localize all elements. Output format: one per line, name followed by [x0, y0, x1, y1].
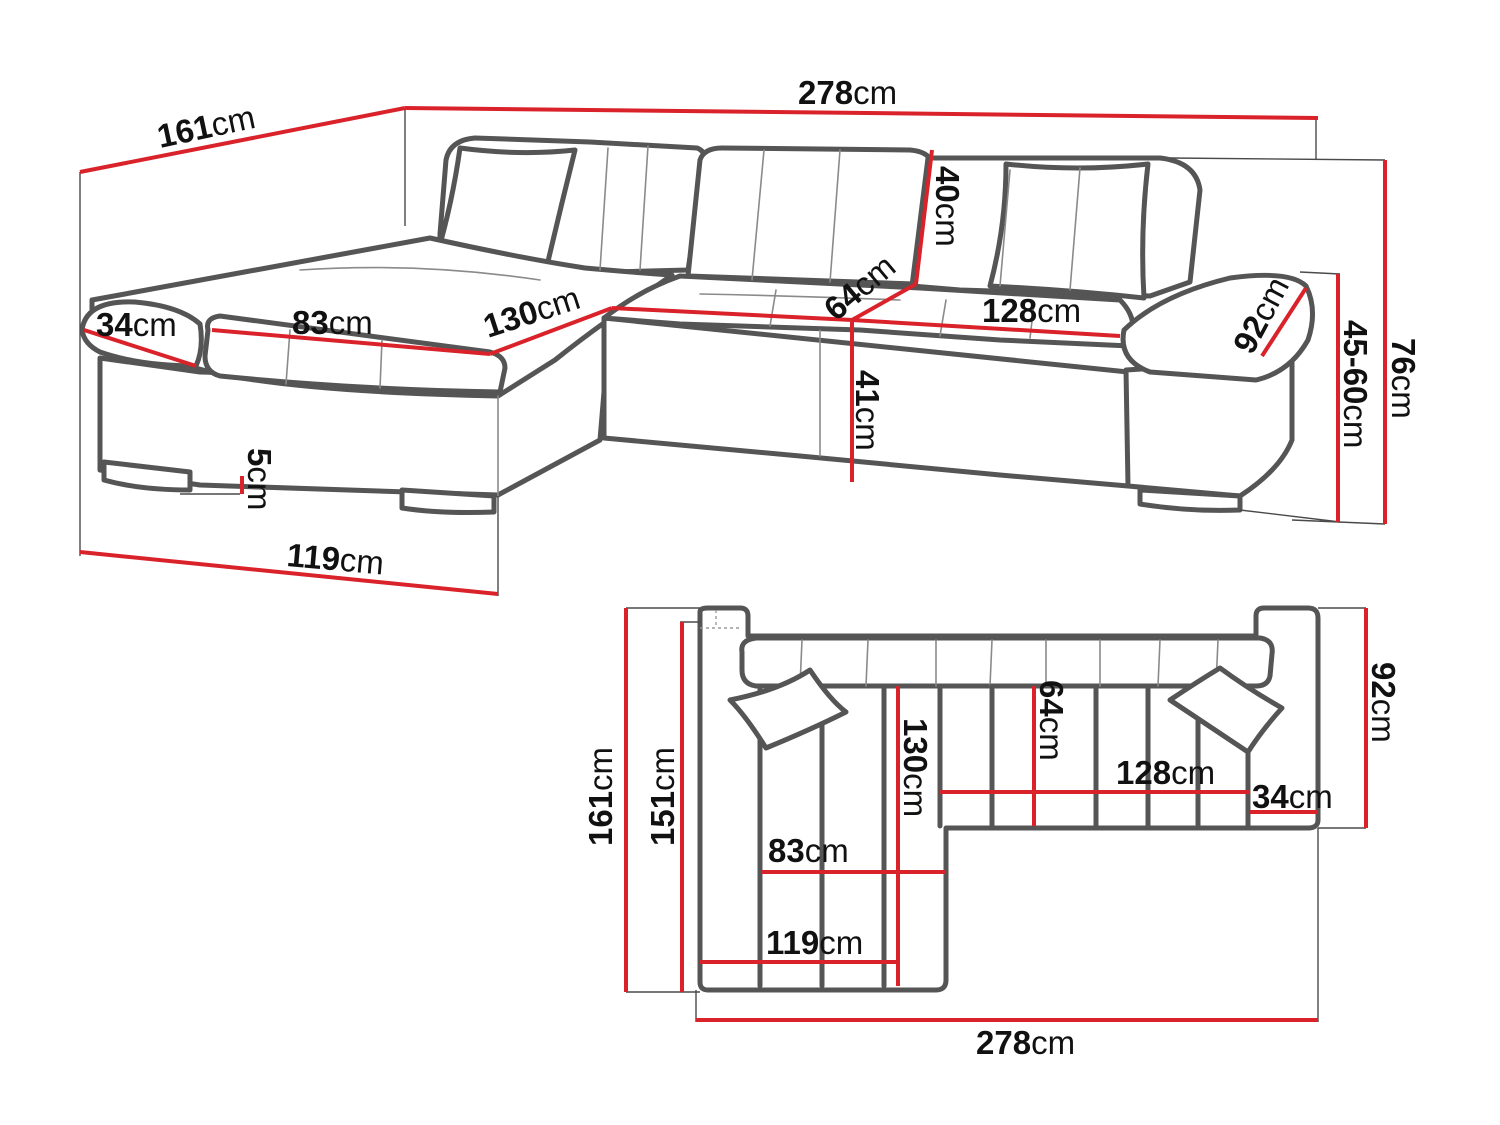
label-width: 278cm: [798, 74, 897, 111]
dim-line-seat-front: [611, 306, 853, 322]
top-seat-cushions: [937, 683, 1201, 829]
right-armrest-base: [1123, 357, 1295, 499]
leg-front: [399, 487, 497, 515]
perspective-labels: 278cm 161cm 34cm 83cm 130cm 40cm 64cm 12…: [96, 74, 1422, 581]
top-view-labels: 161cm 151cm 130cm 64cm 92cm 128cm 34cm 8…: [582, 662, 1402, 1061]
label-armrest-height: 45-60cm: [1337, 320, 1374, 448]
top-label-seat-width: 128cm: [1116, 754, 1215, 791]
label-chaise-width: 83cm: [292, 304, 373, 341]
back-cushion-middle: [685, 145, 935, 287]
top-label-depth: 161cm: [582, 747, 619, 846]
top-back-cushions: [739, 635, 1275, 689]
top-outline: [697, 605, 1321, 993]
label-leg-height: 5cm: [241, 448, 278, 510]
dim-line-seat-width: [851, 318, 1121, 338]
dim-line-seat-depth: [851, 282, 917, 322]
dim-line-chaise-depth: [79, 550, 499, 596]
top-label-armrest: 34cm: [1252, 778, 1333, 815]
label-total-height: 76cm: [1385, 338, 1422, 419]
top-back-cushion-seams: [799, 639, 1219, 687]
label-chaise-depth: 119cm: [285, 536, 385, 581]
dim-line-armrest-length: [1260, 286, 1308, 358]
top-pillow-right: [1167, 665, 1285, 755]
top-view-extension-lines: [626, 607, 1366, 1022]
back-stitching: [599, 145, 1081, 291]
label-depth: 161cm: [154, 98, 259, 155]
dim-line-chaise-width: [211, 328, 491, 356]
top-label-chaise-length: 130cm: [897, 718, 934, 817]
dim-line-armrest: [83, 328, 197, 368]
seat-stitching: [285, 289, 1035, 389]
leg-right: [1137, 487, 1243, 513]
top-view-dimension-lines: [624, 608, 1368, 1022]
top-armrest-seam: [700, 610, 740, 629]
top-label-chaise-total: 151cm: [644, 747, 681, 846]
label-backrest-height: 40cm: [929, 166, 966, 247]
dim-line-chaise-length: [489, 306, 613, 356]
dim-line-depth: [79, 106, 406, 174]
top-label-seat-depth: 64cm: [1033, 680, 1070, 761]
top-label-chaise-width: 83cm: [768, 832, 849, 869]
base-edges: [497, 329, 821, 497]
label-armrest-depth: 34cm: [96, 306, 177, 343]
top-pillow-left: [727, 667, 849, 751]
top-view-sofa-drawing: [697, 605, 1321, 993]
leg-left: [101, 459, 193, 493]
seat-tufting: [299, 266, 901, 301]
dim-line-backrest: [914, 149, 934, 285]
top-label-chaise-depth: 119cm: [766, 924, 863, 961]
label-seat-width: 128cm: [982, 292, 1081, 329]
top-label-width: 278cm: [976, 1024, 1075, 1061]
perspective-sofa-drawing: [79, 135, 1315, 515]
top-label-side-depth: 92cm: [1365, 662, 1402, 743]
perspective-dimension-lines: [79, 106, 1387, 596]
left-armrest: [79, 299, 204, 369]
label-seat-height: 41cm: [849, 370, 886, 451]
dim-line-width: [404, 106, 1319, 120]
pillow-right: [987, 161, 1151, 301]
